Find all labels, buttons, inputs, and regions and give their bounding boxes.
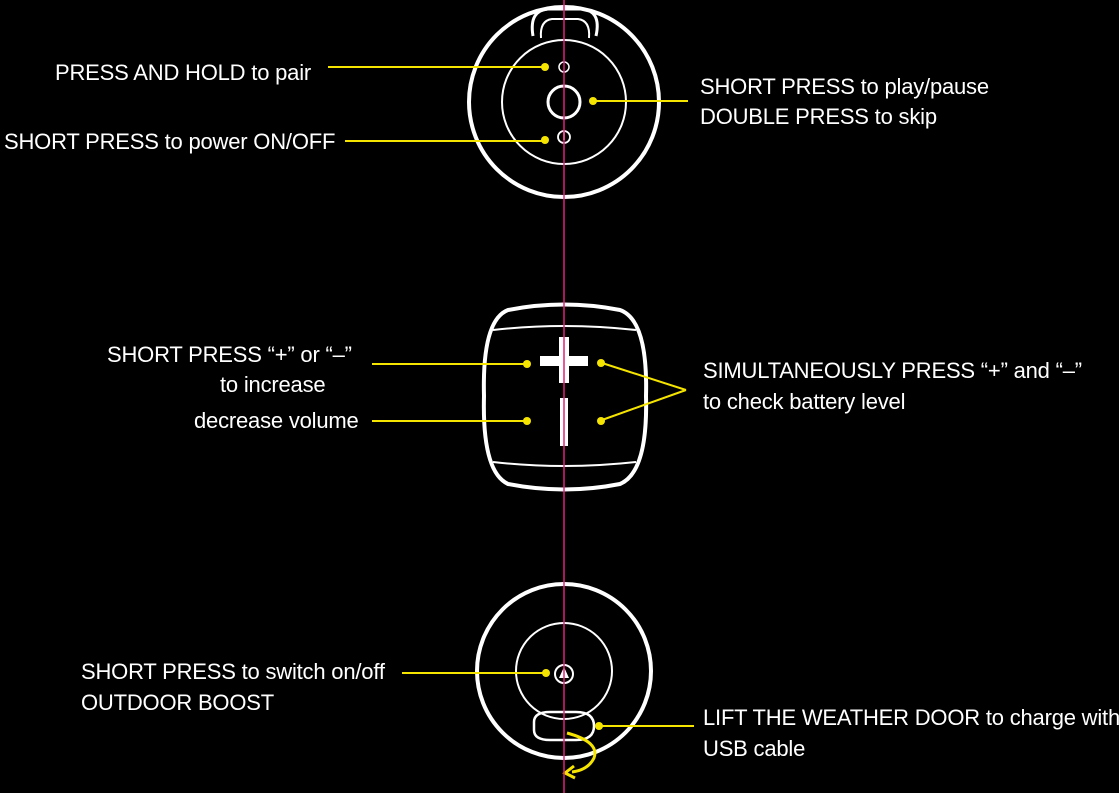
volume-label-line1: SHORT PRESS “+” or “–” (107, 342, 352, 367)
leader-play-dot (589, 97, 597, 105)
leader-battery-plus-dot (597, 359, 605, 367)
boost-label-line1: SHORT PRESS to switch on/off (81, 659, 385, 684)
battery-label-line2: to check battery level (703, 389, 906, 414)
leader-boost-dot (542, 669, 550, 677)
door-label-line1: LIFT THE WEATHER DOOR to charge with (703, 705, 1119, 730)
boost-label-line2: OUTDOOR BOOST (81, 690, 274, 715)
play-label-line2: DOUBLE PRESS to skip (700, 104, 937, 129)
leader-battery-plus (601, 362, 687, 391)
leader-battery-minus (601, 389, 687, 421)
battery-label-line1: SIMULTANEOUSLY PRESS “+” and “–” (703, 358, 1082, 383)
leader-lines (328, 63, 694, 730)
leader-volume-minus-dot (523, 417, 531, 425)
leader-battery-minus-dot (597, 417, 605, 425)
leader-pair-dot (541, 63, 549, 71)
play-label-line1: SHORT PRESS to play/pause (700, 74, 989, 99)
volume-label-line3: decrease volume (194, 408, 359, 433)
power-label: SHORT PRESS to power ON/OFF (4, 129, 336, 154)
leader-door-dot (595, 722, 603, 730)
speaker-body (481, 302, 649, 492)
pair-label: PRESS AND HOLD to pair (55, 60, 312, 85)
leader-volume-plus-dot (523, 360, 531, 368)
strap-loop-inner (539, 18, 591, 39)
volume-label-line2: to increase (220, 372, 326, 397)
front-view (481, 302, 649, 492)
weather-door-icon[interactable] (532, 710, 596, 742)
door-label-line2: USB cable (703, 736, 806, 761)
leader-power-dot (541, 136, 549, 144)
lift-arrow-icon (562, 731, 597, 780)
